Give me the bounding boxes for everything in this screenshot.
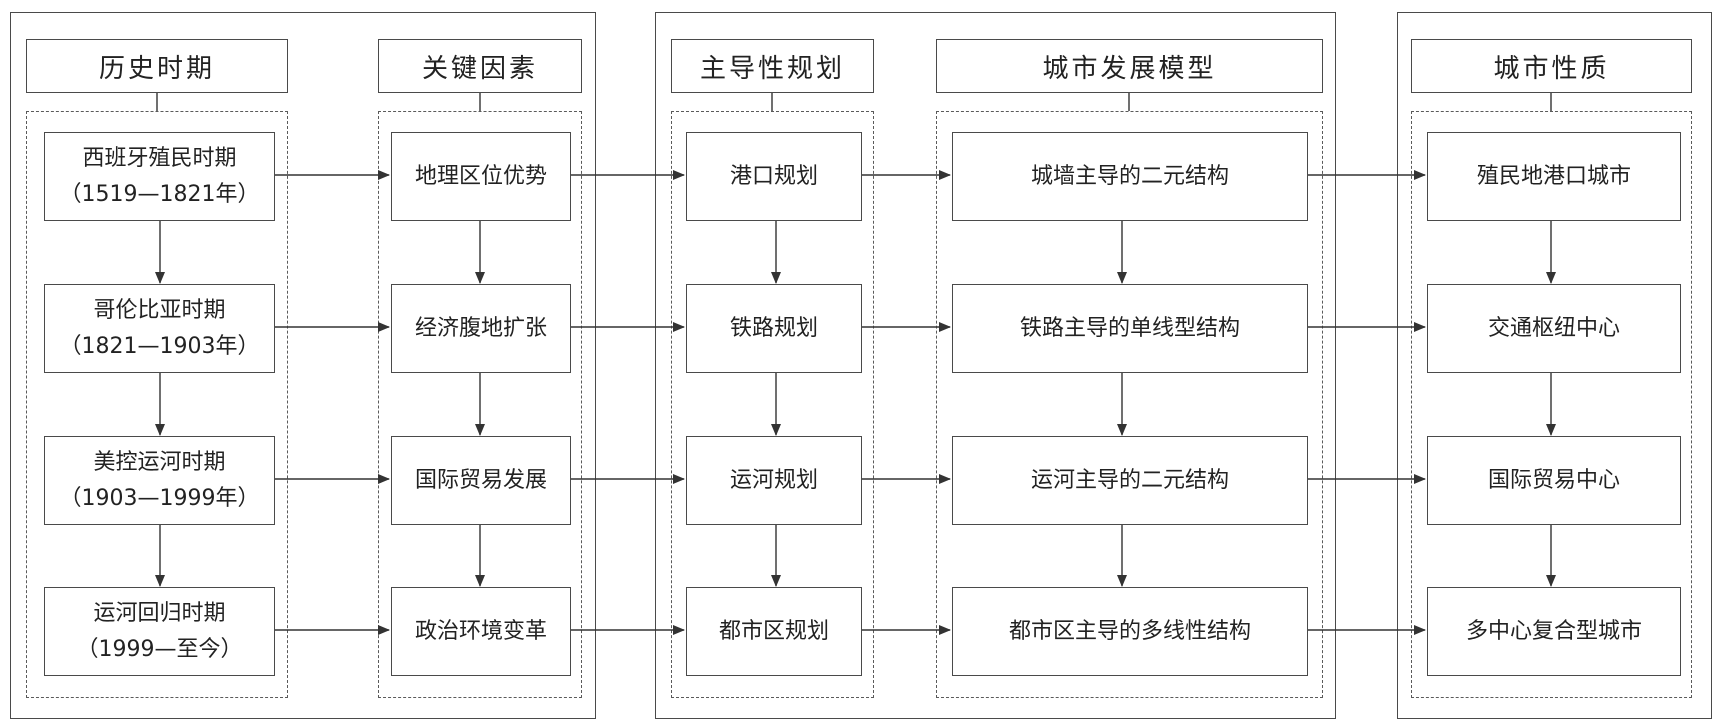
node-nature-polycentric: 多中心复合型城市: [1427, 587, 1681, 676]
group-factor: [378, 111, 582, 698]
period-name: 美控运河时期: [93, 450, 226, 476]
node-factor-trade: 国际贸易发展: [391, 436, 571, 525]
node-model-metro: 都市区主导的多线性结构: [952, 587, 1308, 676]
header-nature: 城市性质: [1411, 39, 1692, 93]
period-years: （1903—1999年）: [59, 485, 260, 511]
node-planning-port: 港口规划: [686, 132, 862, 221]
header-model: 城市发展模型: [936, 39, 1323, 93]
node-model-wall: 城墙主导的二元结构: [952, 132, 1308, 221]
node-factor-politics: 政治环境变革: [391, 587, 571, 676]
node-nature-colonial-port: 殖民地港口城市: [1427, 132, 1681, 221]
period-years: （1821—1903年）: [59, 333, 260, 359]
node-factor-hinterland: 经济腹地扩张: [391, 284, 571, 373]
group-model: [936, 111, 1323, 698]
node-period-colombian: 哥伦比亚时期 （1821—1903年）: [44, 284, 275, 373]
panel-planning-model: [655, 12, 1336, 719]
node-period-spanish-colonial: 西班牙殖民时期 （1519—1821年）: [44, 132, 275, 221]
node-planning-railway: 铁路规划: [686, 284, 862, 373]
panel-city-nature: [1397, 12, 1712, 719]
group-period: [26, 111, 288, 698]
node-model-railway: 铁路主导的单线型结构: [952, 284, 1308, 373]
period-years: （1999—至今）: [76, 636, 243, 662]
node-factor-geography: 地理区位优势: [391, 132, 571, 221]
node-model-canal: 运河主导的二元结构: [952, 436, 1308, 525]
period-name: 西班牙殖民时期: [82, 146, 237, 172]
group-planning: [671, 111, 874, 698]
node-period-us-canal: 美控运河时期 （1903—1999年）: [44, 436, 275, 525]
node-planning-metro: 都市区规划: [686, 587, 862, 676]
period-name: 运河回归时期: [93, 601, 226, 627]
node-period-canal-return: 运河回归时期 （1999—至今）: [44, 587, 275, 676]
header-planning: 主导性规划: [671, 39, 874, 93]
node-nature-trade-center: 国际贸易中心: [1427, 436, 1681, 525]
header-factor: 关键因素: [378, 39, 582, 93]
period-name: 哥伦比亚时期: [93, 298, 226, 324]
node-nature-transport-hub: 交通枢纽中心: [1427, 284, 1681, 373]
header-period: 历史时期: [26, 39, 288, 93]
node-planning-canal: 运河规划: [686, 436, 862, 525]
group-nature: [1411, 111, 1692, 698]
period-years: （1519—1821年）: [59, 181, 260, 207]
panel-history-factors: [10, 12, 596, 719]
